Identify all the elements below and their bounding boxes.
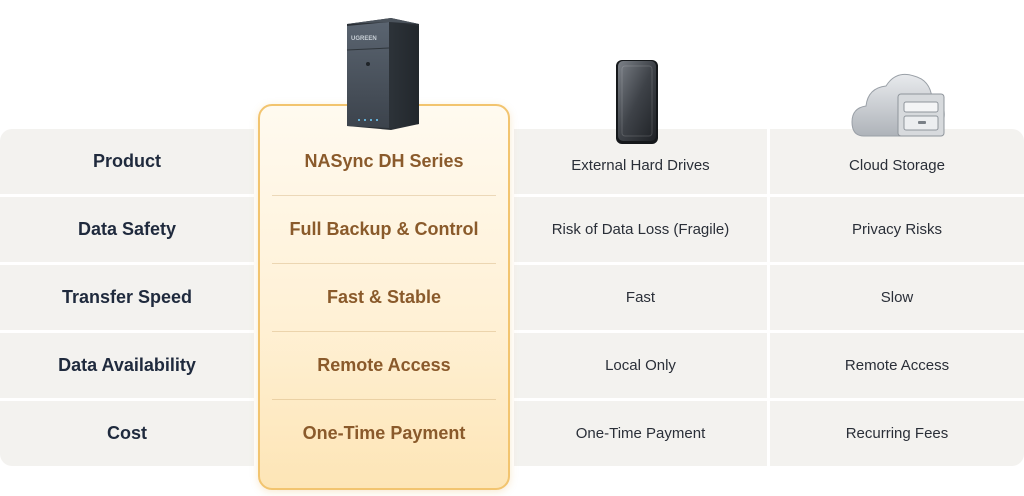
cloud-cell-cost: Recurring Fees	[770, 401, 1024, 466]
row-label-cost: Cost	[0, 401, 254, 466]
external-cell-data-availability: Local Only	[514, 333, 767, 398]
cell-text: Privacy Risks	[851, 221, 942, 238]
row-label-product: Product	[0, 129, 254, 194]
featured-text: NASync DH Series	[304, 151, 464, 171]
cloud-cell-data-availability: Remote Access	[770, 333, 1024, 398]
row-label-data-availability: Data Availability	[0, 333, 254, 398]
nas-logo-text: UGREEN	[351, 36, 377, 42]
row-label-data-safety: Data Safety	[0, 197, 254, 262]
cell-text: Cloud Storage	[849, 157, 945, 174]
featured-cell-data-safety: Full Backup & Control	[272, 197, 496, 262]
featured-text: One-Time Payment	[302, 423, 466, 443]
featured-cell-transfer-speed: Fast & Stable	[272, 265, 496, 330]
external-hard-drive-icon	[612, 58, 662, 146]
featured-cell-data-availability: Remote Access	[272, 333, 496, 398]
row-label-text: Transfer Speed	[61, 287, 193, 307]
cell-text: Local Only	[605, 357, 676, 374]
cloud-cell-product: Cloud Storage	[770, 129, 1024, 194]
cell-text: One-Time Payment	[575, 425, 706, 442]
row-label-text: Cost	[107, 423, 147, 443]
featured-text: Remote Access	[317, 355, 451, 375]
featured-divider	[272, 331, 496, 332]
cell-text: Recurring Fees	[845, 425, 949, 442]
cell-text: Fast	[625, 289, 656, 306]
external-cell-data-safety: Risk of Data Loss (Fragile)	[514, 197, 767, 262]
cell-text: External Hard Drives	[571, 157, 710, 174]
nas-device-icon: UGREEN	[345, 16, 421, 132]
cell-text: Slow	[880, 289, 914, 306]
row-label-text: Data Safety	[77, 219, 177, 239]
featured-divider	[272, 195, 496, 196]
featured-cell-cost: One-Time Payment	[272, 401, 496, 466]
external-cell-transfer-speed: Fast	[514, 265, 767, 330]
cloud-cell-data-safety: Privacy Risks	[770, 197, 1024, 262]
featured-text: Fast & Stable	[326, 287, 442, 307]
featured-divider	[272, 399, 496, 400]
featured-cell-product: NASync DH Series	[272, 129, 496, 194]
row-label-text: Product	[92, 151, 161, 171]
featured-text: Full Backup & Control	[289, 219, 479, 239]
cell-text: Remote Access	[844, 357, 950, 374]
row-label-text: Data Availability	[58, 355, 196, 375]
external-cell-cost: One-Time Payment	[514, 401, 767, 466]
featured-divider	[272, 263, 496, 264]
cloud-storage-icon	[850, 66, 948, 142]
cloud-cell-transfer-speed: Slow	[770, 265, 1024, 330]
cell-text: Risk of Data Loss (Fragile)	[551, 221, 730, 238]
row-label-transfer-speed: Transfer Speed	[0, 265, 254, 330]
